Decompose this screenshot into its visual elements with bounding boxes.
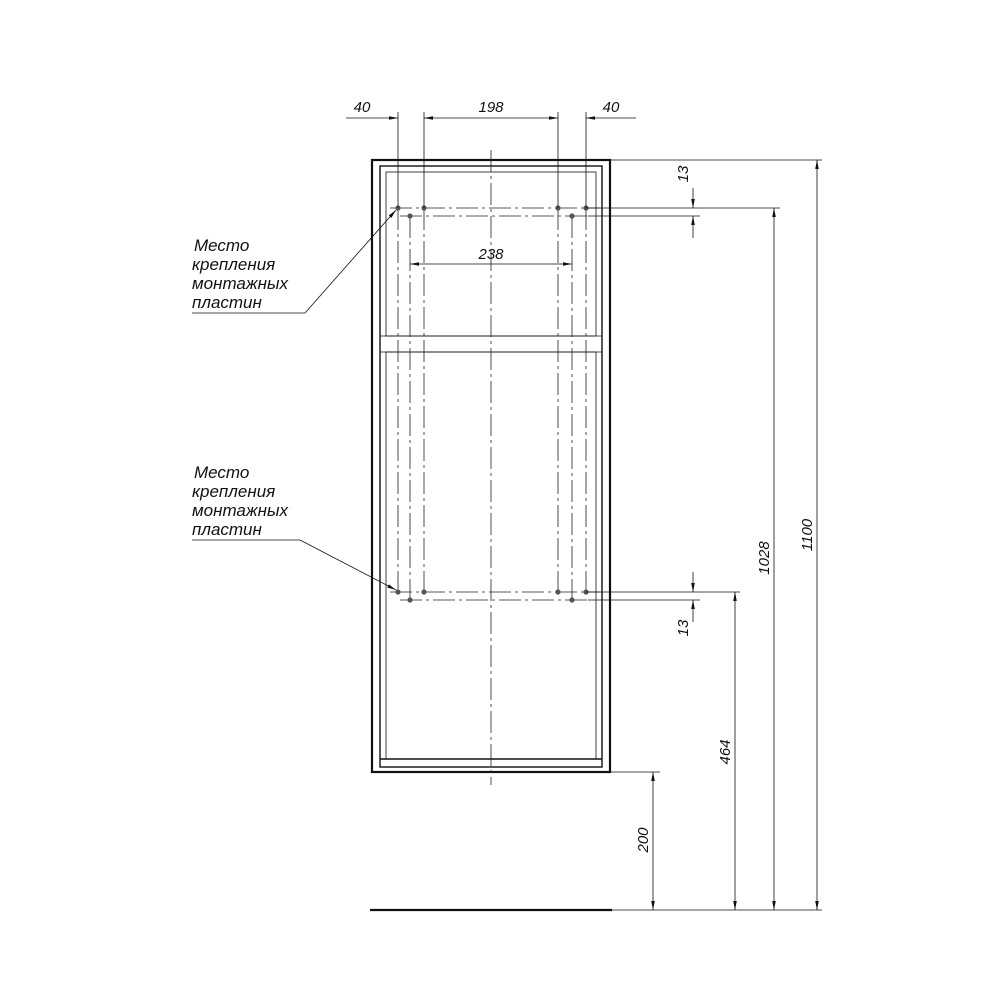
note-upper-line2: крепления [192, 255, 275, 274]
note-lower-line2: крепления [192, 482, 275, 501]
dim-top-gap-lower: 13 [675, 619, 692, 636]
dim-total-height: 1100 [799, 518, 816, 551]
dim-hole-spacing: 198 [478, 99, 504, 116]
lower-mounting-holes [395, 589, 589, 603]
dim-left-offset: 40 [354, 99, 371, 116]
dim-1100: 1100 [799, 160, 819, 910]
extension-lines [586, 159, 822, 911]
dim-right-offset: 40 [603, 99, 620, 116]
dim-floor-clearance: 200 [635, 827, 652, 854]
dim-1028: 1028 [756, 208, 776, 910]
dim-top-gap-upper: 13 [675, 165, 692, 182]
note-lower-line4: пластин [192, 520, 263, 539]
dim-upper-hole-height: 1028 [756, 541, 773, 575]
note-lower-line3: монтажных [192, 501, 288, 520]
note-upper-line3: монтажных [192, 274, 288, 293]
note-upper-line4: пластин [192, 293, 263, 312]
note-upper-line1: Место [194, 236, 249, 255]
dim-lower-13: 13 [588, 572, 700, 636]
top-dimension-chain: 40 198 40 [346, 99, 636, 208]
note-lower: Место крепления монтажных пластин [192, 463, 397, 591]
note-upper: Место крепления монтажных пластин [192, 209, 397, 314]
dim-upper-13: 13 [588, 165, 700, 238]
dim-464: 464 [717, 592, 737, 910]
inner-dimension: 238 [410, 246, 572, 266]
dim-inner-spacing: 238 [477, 246, 504, 263]
note-lower-line1: Место [194, 463, 249, 482]
dim-200: 200 [635, 772, 655, 910]
dim-lower-hole-height: 464 [717, 739, 734, 764]
